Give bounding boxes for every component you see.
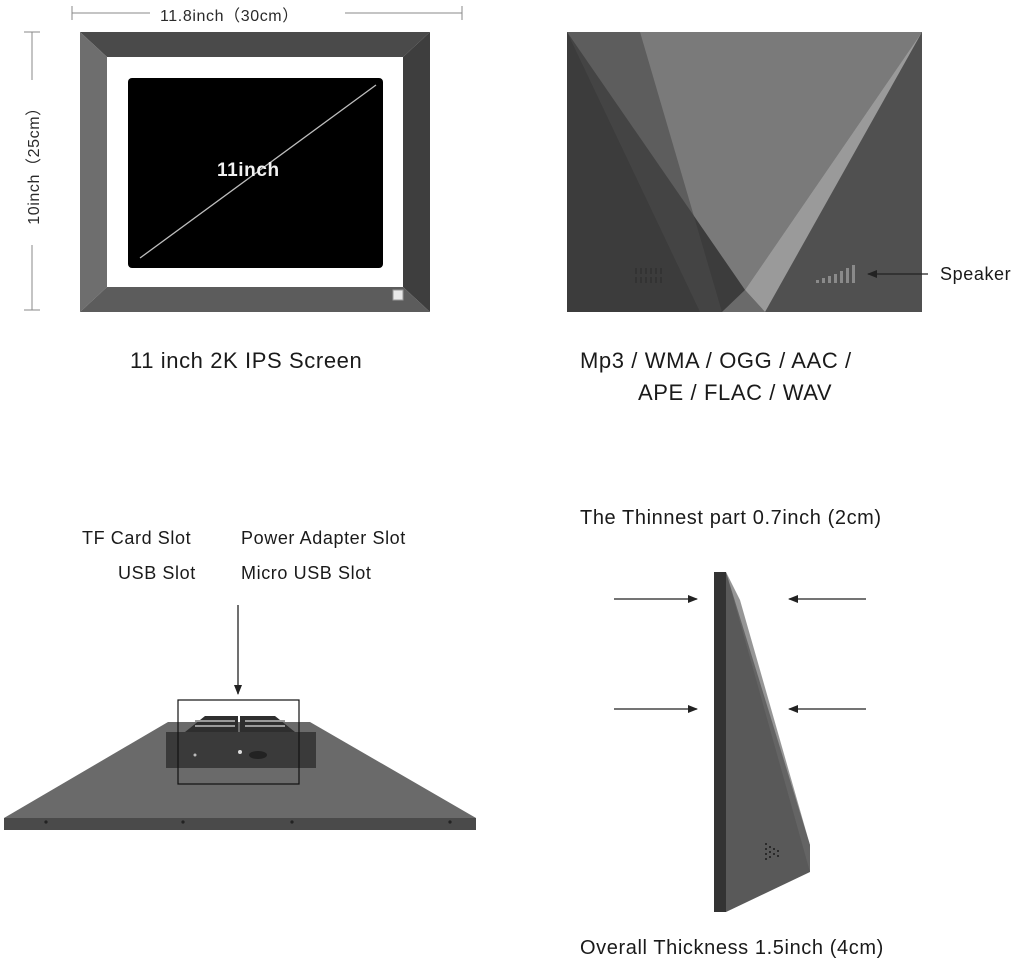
front-view: [24, 6, 463, 312]
side-speaker-grille: [765, 843, 779, 860]
tf-card-slot-label: TF Card Slot: [82, 528, 192, 548]
height-dimension-line: [24, 31, 40, 311]
overall-thickness-label: Overall Thickness 1.5inch (4cm): [580, 937, 884, 959]
speaker-grille-icon: [816, 265, 855, 283]
power-adapter-slot-label: Power Adapter Slot: [241, 528, 406, 548]
front-caption: 11 inch 2K IPS Screen: [130, 348, 363, 373]
back-view: [567, 32, 928, 312]
side-view: [614, 572, 866, 912]
bottom-view: [4, 605, 476, 830]
formats-line-1: Mp3 / WMA / OGG / AAC /: [580, 348, 852, 373]
height-label: 10inch（25cm）: [26, 99, 43, 225]
width-dimension-line: [71, 6, 463, 20]
formats-line-2: APE / FLAC / WAV: [638, 380, 833, 405]
port-panel: [166, 732, 316, 768]
thinnest-part-label: The Thinnest part 0.7inch (2cm): [580, 507, 882, 529]
micro-usb-slot-label: Micro USB Slot: [241, 563, 372, 583]
slot-highlight-box: [177, 699, 300, 785]
width-label: 11.8inch（30cm）: [160, 8, 299, 25]
left-speaker-grille: [635, 268, 662, 283]
diagonal-line: [139, 84, 377, 259]
speaker-label: Speaker: [940, 264, 1012, 284]
power-button: [392, 289, 404, 301]
front-edge: [714, 572, 726, 912]
usb-slot-label: USB Slot: [118, 563, 196, 583]
diagonal-label: 11inch: [217, 160, 280, 181]
